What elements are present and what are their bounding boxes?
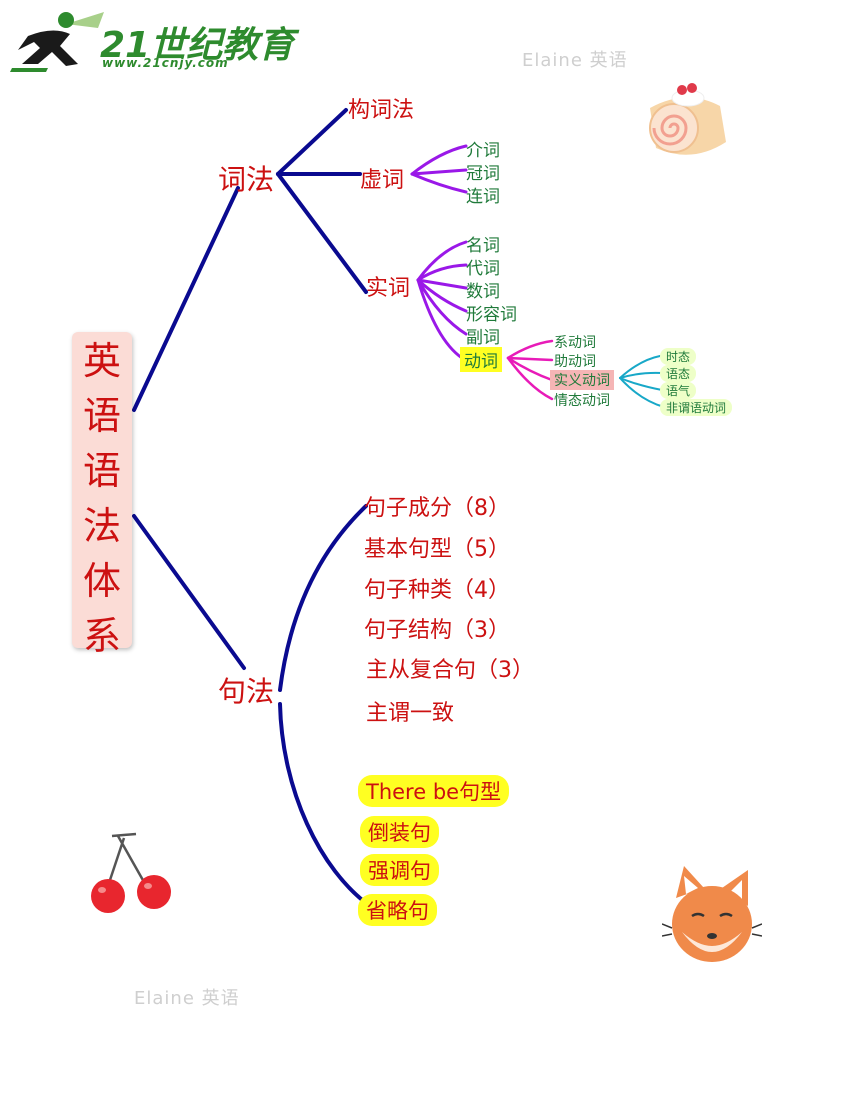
leaf-zhudongci: 助动词 [554,354,596,370]
node-dongci: 动词 [460,347,502,372]
line-cifa-shici [276,172,368,294]
leaf-xidongci: 系动词 [554,335,596,351]
leaf-lianci: 连词 [466,187,500,207]
logo-name: 21世纪教育 [100,25,295,66]
leaf-jieci: 介词 [466,141,500,161]
leaf-qingtaidongci: 情态动词 [554,393,610,409]
root-char: 法 [82,504,121,548]
leaf-daici: 代词 [466,259,500,279]
leaf-guanci: 冠词 [466,164,500,184]
item-juzizhonglei: 句子种类（4） [364,578,510,603]
item-juzijiegou: 句子结构（3） [364,618,510,643]
node-jufa: 句法 [218,675,275,708]
item-jibenjuxing: 基本句型（5） [364,537,510,562]
node-gouci: 构词法 [348,98,415,123]
watermark-bottom: Elaine 英语 [134,988,240,1009]
logo: 21世纪教育 www.21cnjy.com [8,6,328,76]
root-char: 系 [82,614,121,658]
cherries-icon [91,832,171,913]
node-shici: 实词 [366,276,411,301]
line-root-jufa [132,514,246,670]
leaf-shuci: 数词 [466,282,500,302]
node-cifa: 词法 [218,163,275,196]
root-char: 语 [82,449,121,493]
leaf-shitai: 时态 [660,348,697,365]
logo-url: www.21cnjy.com [102,56,229,70]
item-zhucongfuheju: 主从复合句（3） [366,658,534,683]
special-therebe: There be句型 [358,775,510,807]
fox-icon [662,866,762,962]
node-xuci: 虚词 [360,168,405,193]
root-char: 英 [82,339,121,383]
line-root-cifa [132,186,240,412]
root-char: 语 [82,394,121,438]
root-char: 体 [82,559,121,603]
runner-icon [10,12,104,72]
leaf-mingci: 名词 [466,236,500,256]
line-cifa-gouci [276,108,348,176]
node-shiyidongci: 实义动词 [550,370,614,390]
item-juzichengfen: 句子成分（8） [364,496,510,521]
root-title: 英 语 语 法 体 系 [72,332,132,658]
leaf-xingrongci: 形容词 [466,305,517,325]
leaf-yuqi: 语气 [660,382,697,399]
leaf-feiweiyudongci: 非谓语动词 [660,399,733,416]
leaf-fuci: 副词 [466,328,500,348]
watermark-top: Elaine 英语 [522,50,628,71]
special-qiangdiao: 强调句 [360,854,439,886]
leaf-yutai: 语态 [660,365,697,382]
special-daozhuang: 倒装句 [360,816,439,848]
cake-roll-icon [649,83,726,155]
special-shenglue: 省略句 [358,894,437,926]
item-zhuweiyizhi: 主谓一致 [366,701,455,726]
line-jufa-up [278,504,368,692]
line-jufa-down [278,702,372,908]
